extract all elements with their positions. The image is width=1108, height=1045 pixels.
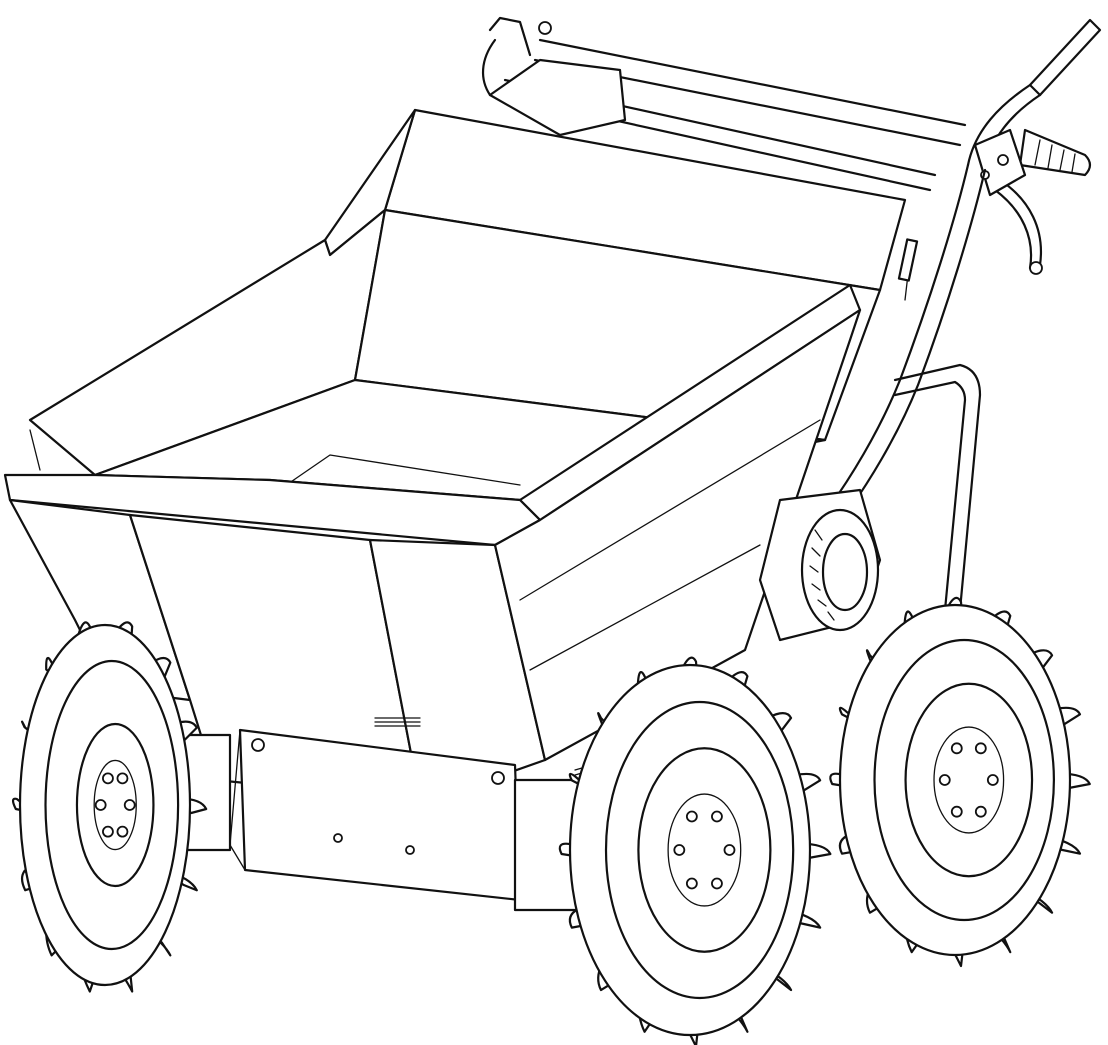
tread-lug <box>865 649 890 676</box>
wheel-front-left <box>11 621 208 993</box>
hub <box>933 726 1005 834</box>
tread-lug <box>597 712 622 739</box>
lug-nut <box>685 877 698 890</box>
lug-nut <box>123 799 136 811</box>
rim <box>75 722 155 888</box>
tire-inner-wall <box>873 638 1055 922</box>
hub <box>667 793 742 907</box>
lug-nut <box>950 805 963 818</box>
hub <box>93 759 137 851</box>
lug-nut <box>723 844 736 856</box>
lug-nut <box>685 810 698 823</box>
lug-nut <box>711 810 723 823</box>
lug-nut <box>102 772 114 785</box>
tire-inner-wall <box>604 700 795 1000</box>
handle-assembly <box>482 16 1102 527</box>
rim <box>904 682 1034 878</box>
lug-nut <box>102 825 114 838</box>
lug-nut <box>673 844 686 856</box>
lug-nut <box>938 774 951 786</box>
lug-nut <box>116 825 129 838</box>
engine-block <box>758 363 982 642</box>
lug-nut <box>116 772 129 785</box>
lug-nut <box>950 742 963 755</box>
dump-bucket <box>3 108 907 802</box>
wheels-group <box>11 596 1091 1045</box>
rim <box>637 747 772 953</box>
tire-inner-wall <box>44 659 180 951</box>
wheel-front-right <box>558 656 832 1045</box>
lug-nut <box>94 799 107 811</box>
wheel-rear-right <box>829 596 1091 968</box>
lug-nut <box>711 877 723 890</box>
lug-nut <box>974 805 987 818</box>
lug-nut <box>986 774 999 786</box>
lug-nut <box>974 742 987 755</box>
tread-lug <box>20 720 44 743</box>
chassis-frame <box>158 717 611 912</box>
